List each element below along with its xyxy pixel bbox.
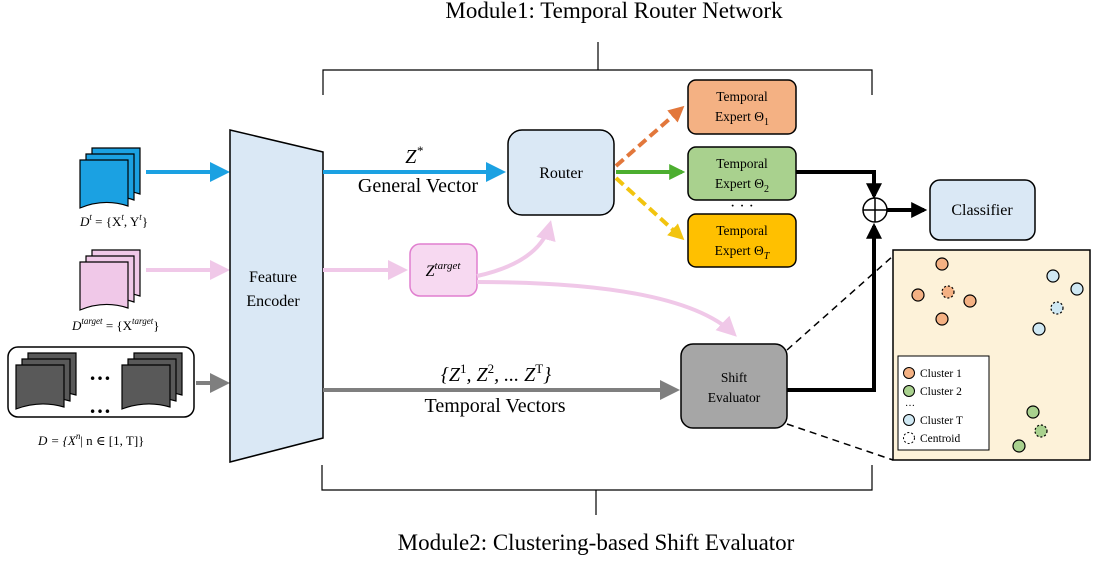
target-data-label: Dtarget = {Xtarget} (71, 316, 159, 333)
cluster-T-point (1032, 322, 1046, 336)
zoom-line-bottom (786, 423, 894, 461)
temporal-data-group (7, 346, 195, 418)
svg-text:Expert ΘT: Expert ΘT (715, 243, 771, 262)
svg-text:Dt = {Xt, Yt}: Dt = {Xt, Yt} (79, 212, 148, 229)
svg-text:Expert Θ1: Expert Θ1 (715, 109, 769, 128)
temporal-data-label: D = {Xn| n ∈ [1, T]} (37, 431, 144, 448)
legend-cluster2-label: Cluster 2 (920, 386, 962, 398)
cluster-1-point (963, 294, 977, 308)
cluster-2-point (1012, 439, 1026, 453)
general-vector-symbol: Z* (405, 143, 423, 168)
combine-operator (862, 197, 888, 223)
router-to-expertT-arrow (614, 176, 685, 241)
cluster-1-centroid (941, 285, 955, 299)
train-data-label: Dt = {Xt, Yt} (79, 212, 148, 229)
temporal-ellipsis-1: … (89, 360, 111, 385)
legend-clusterT-swatch (903, 414, 915, 426)
experts-dots: · · · (730, 198, 754, 215)
svg-text:D = {Xn| n ∈ [1, T]}: D = {Xn| n ∈ [1, T]} (37, 431, 144, 448)
cluster-2-point (1026, 405, 1040, 419)
expert-T: Temporal Expert ΘT (687, 213, 797, 268)
router-to-expert1-arrow (614, 105, 685, 168)
shift-evaluator-line2: Evaluator (708, 390, 761, 405)
cluster-2-points (1012, 405, 1040, 453)
svg-text:Temporal: Temporal (716, 223, 768, 238)
legend-centroid-label: Centroid (920, 433, 960, 445)
classifier-box (929, 179, 1036, 241)
expert-1: Temporal Expert Θ1 (687, 79, 797, 135)
cluster-1-points (911, 257, 977, 326)
legend-cluster1-label: Cluster 1 (920, 368, 962, 380)
legend-clusterT-label: Cluster T (920, 415, 963, 427)
cluster-T-points (1032, 269, 1084, 336)
cluster-T-point (1046, 269, 1060, 283)
cluster-1-point (935, 312, 949, 326)
shift-evaluator-line1: Shift (721, 370, 748, 385)
target-vector-symbol: Ztarget (426, 260, 462, 280)
cluster-2-centroid (1034, 424, 1048, 438)
shift-evaluator-box (680, 343, 788, 429)
target-vector-box (409, 243, 478, 297)
feature-encoder-line1: Feature (249, 269, 297, 286)
feature-encoder-line2: Encoder (246, 293, 300, 310)
classifier-label: Classifier (951, 202, 1013, 219)
train-data-icon (79, 147, 141, 209)
expert-2: Temporal Expert Θ2 (687, 146, 797, 201)
legend-centroid-swatch (903, 432, 915, 444)
router-box (507, 129, 615, 216)
temporal-vectors-symbols: {Z1, Z2, ... ZT} (441, 361, 551, 386)
module2-title: Module2: Clustering-based Shift Evaluato… (398, 530, 795, 555)
target-to-router-arrow (476, 220, 556, 278)
svg-text:Expert Θ2: Expert Θ2 (715, 176, 769, 195)
cluster-T-point (1070, 282, 1084, 296)
legend-cluster1-swatch (903, 367, 915, 379)
legend-dots: … (905, 398, 915, 409)
evaluator-to-combine-arrow (787, 222, 882, 392)
general-vector-label: General Vector (358, 175, 478, 197)
cluster-T-centroid (1050, 301, 1064, 315)
feature-encoder (229, 129, 324, 463)
router-label: Router (539, 165, 583, 182)
module1-title: Module1: Temporal Router Network (445, 0, 783, 23)
target-to-evaluator-arrow (476, 280, 737, 337)
cluster-1-point (935, 257, 949, 271)
temporal-ellipsis-2: … (89, 393, 111, 418)
svg-text:Temporal: Temporal (716, 89, 768, 104)
zoom-line-top (786, 255, 894, 351)
svg-text:Dtarget = {Xtarget}: Dtarget = {Xtarget} (71, 316, 159, 333)
expert-to-combine-arrow (796, 170, 882, 200)
module2-brace (321, 465, 873, 515)
cluster-legend: Cluster 1 Cluster 2 … Cluster T Centroid (897, 355, 990, 451)
temporal-vectors-label: Temporal Vectors (425, 395, 566, 417)
legend-cluster2-swatch (903, 385, 915, 397)
target-data-icon (79, 249, 141, 311)
module1-brace (322, 42, 873, 95)
svg-text:Temporal: Temporal (716, 156, 768, 171)
cluster-1-point (911, 288, 925, 302)
